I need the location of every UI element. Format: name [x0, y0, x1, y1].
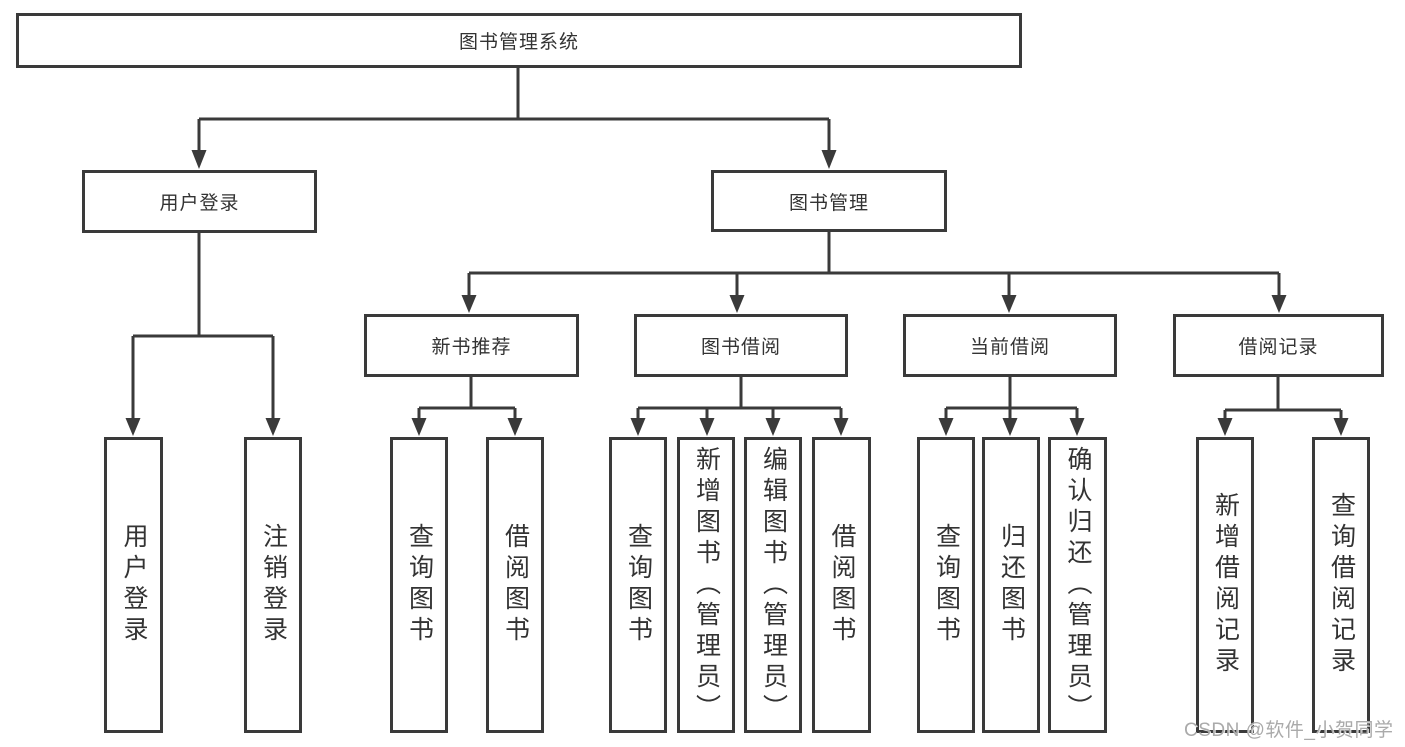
leaf-query-borrow-record-label: 查询借阅记录	[1327, 492, 1356, 678]
node-root-library-system: 图书管理系统	[16, 13, 1022, 68]
leaf-add-borrow-record-label: 新增借阅记录	[1211, 492, 1240, 678]
node-book-management-label: 图书管理	[788, 192, 869, 214]
leaf-query-books-recommend-label: 查询图书	[405, 523, 434, 647]
node-current-borrowing: 当前借阅	[903, 314, 1117, 377]
node-current-borrowing-label: 当前借阅	[969, 337, 1050, 358]
leaf-borrow-books-borrowing: 借阅图书	[812, 437, 871, 733]
connector-current-borrow-to-leaves	[944, 377, 1079, 421]
leaf-borrow-books-recommend-label: 借阅图书	[501, 523, 530, 647]
leaf-return-books: 归还图书	[982, 437, 1040, 733]
leaf-query-borrow-record: 查询借阅记录	[1312, 437, 1370, 733]
node-book-borrowing: 图书借阅	[634, 314, 848, 377]
node-borrowing-records-label: 借阅记录	[1238, 337, 1319, 358]
leaf-borrow-books-borrowing-label: 借阅图书	[828, 523, 856, 647]
leaf-add-borrow-record: 新增借阅记录	[1196, 437, 1254, 733]
leaf-edit-books-admin: 编辑图书（管理员）	[744, 437, 802, 733]
node-user-login: 用户登录	[82, 170, 317, 233]
leaf-query-books-current-label: 查询图书	[932, 523, 961, 647]
node-borrowing-records: 借阅记录	[1173, 314, 1384, 377]
node-book-borrowing-label: 图书借阅	[700, 337, 781, 358]
leaf-query-books-current: 查询图书	[917, 437, 975, 733]
connector-borrow-record-to-leaves	[1223, 377, 1343, 421]
leaf-query-books-borrowing-label: 查询图书	[624, 523, 653, 647]
leaf-query-books-borrowing: 查询图书	[609, 437, 667, 733]
leaf-add-books-admin: 新增图书（管理员）	[677, 437, 735, 733]
node-new-book-recommend-label: 新书推荐	[431, 337, 512, 358]
leaf-edit-books-admin-label: 编辑图书（管理员）	[759, 445, 788, 725]
node-user-login-label: 用户登录	[159, 193, 240, 214]
leaf-user-login: 用户登录	[104, 437, 163, 733]
node-book-management: 图书管理	[711, 170, 947, 232]
leaf-user-login-label: 用户登录	[120, 523, 148, 647]
node-root-label: 图书管理系统	[458, 32, 579, 53]
leaf-logout-label: 注销登录	[259, 523, 288, 647]
node-new-book-recommend: 新书推荐	[364, 314, 579, 377]
leaf-add-books-admin-label: 新增图书（管理员）	[692, 445, 721, 725]
leaf-return-books-label: 归还图书	[997, 523, 1026, 647]
leaf-logout: 注销登录	[244, 437, 302, 733]
leaf-confirm-return-admin-label: 确认归还（管理员）	[1064, 445, 1092, 725]
leaf-borrow-books-recommend: 借阅图书	[486, 437, 544, 733]
connector-book-mgmt-to-level3	[467, 232, 1281, 297]
connector-new-book-to-leaves	[417, 377, 517, 421]
leaf-confirm-return-admin: 确认归还（管理员）	[1048, 437, 1107, 733]
csdn-watermark: CSDN @软件_小贺同学	[1184, 720, 1394, 741]
connector-root-to-level2	[197, 68, 831, 152]
connector-book-borrow-to-leaves	[636, 377, 843, 421]
arrowhead-icons	[125, 150, 1349, 436]
connector-user-login-to-leaves	[131, 233, 275, 421]
leaf-query-books-recommend: 查询图书	[390, 437, 448, 733]
